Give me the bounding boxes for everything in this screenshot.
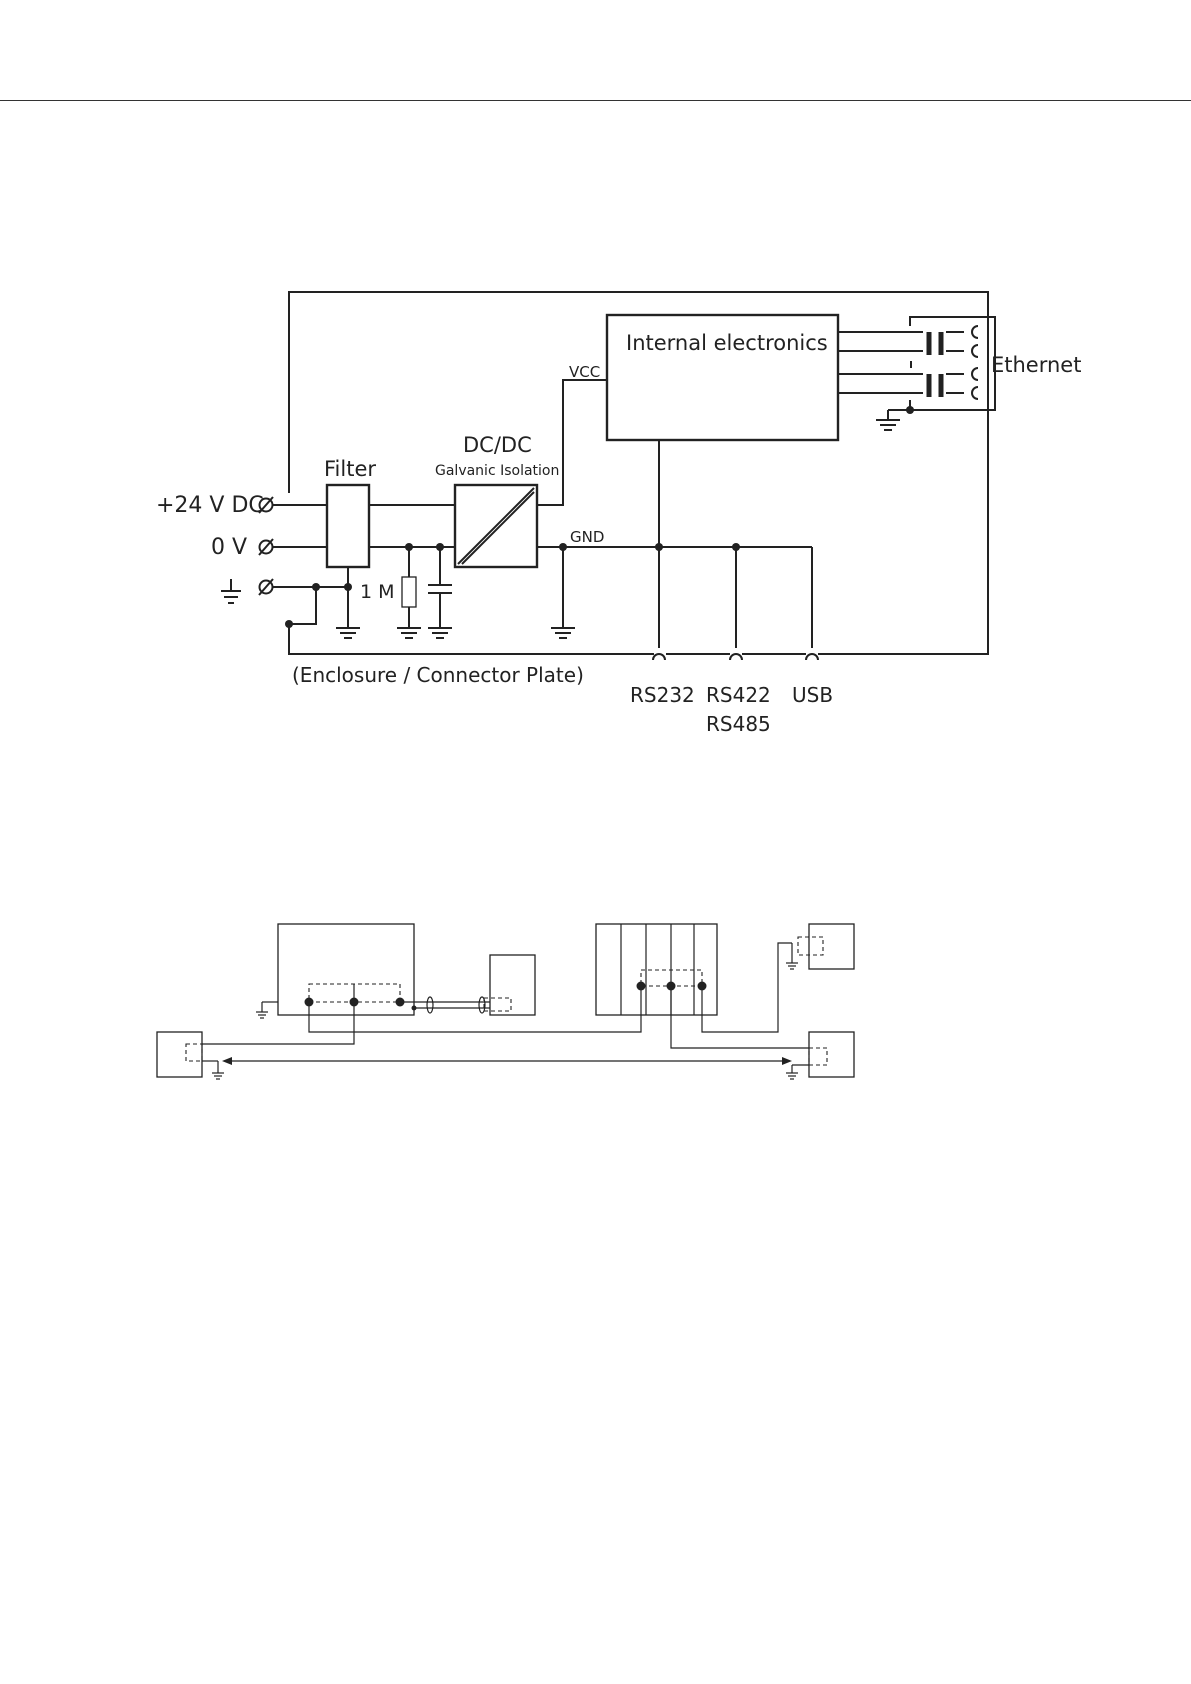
device-box [809, 1032, 854, 1077]
ground-icon [336, 628, 360, 638]
terminal-0v [259, 539, 273, 555]
rs422-port-icon [730, 654, 742, 660]
ethernet-connector [910, 317, 995, 410]
label-usb: USB [792, 683, 833, 707]
wiring-layout-diagram [157, 924, 854, 1079]
label-24v: +24 V DC [156, 493, 264, 518]
device-box [490, 955, 535, 1015]
label-0v: 0 V [211, 535, 247, 560]
label-rs422: RS422 [706, 683, 771, 707]
ethernet-transformer [929, 332, 941, 397]
power-block-diagram: +24 V DC 0 V Filter DC/DC Galvanic Isola… [156, 292, 1081, 736]
label-internal-electronics: Internal electronics [626, 331, 828, 355]
label-resistor: 1 M [360, 581, 395, 603]
label-vcc: VCC [569, 363, 600, 381]
filter-block [327, 485, 369, 567]
protective-earth-icon [221, 579, 241, 603]
device-box [157, 1032, 202, 1077]
ground-icon [428, 628, 452, 638]
resistor-1m [402, 577, 416, 607]
label-dcdc: DC/DC [463, 433, 532, 457]
label-enclosure: (Enclosure / Connector Plate) [292, 663, 584, 687]
ground-icon [551, 628, 575, 638]
rs232-port-icon [653, 654, 665, 660]
device-box [278, 924, 414, 1015]
ground-icon [397, 628, 421, 638]
label-galvanic: Galvanic Isolation [435, 463, 559, 479]
usb-port-icon [806, 654, 818, 660]
ground-icon [876, 420, 900, 430]
device-box [809, 924, 854, 969]
label-ethernet: Ethernet [991, 353, 1081, 377]
label-filter: Filter [324, 457, 376, 481]
label-rs485: RS485 [706, 712, 771, 736]
terminal-pe [259, 579, 273, 595]
label-rs232: RS232 [630, 683, 695, 707]
label-gnd: GND [570, 528, 604, 546]
